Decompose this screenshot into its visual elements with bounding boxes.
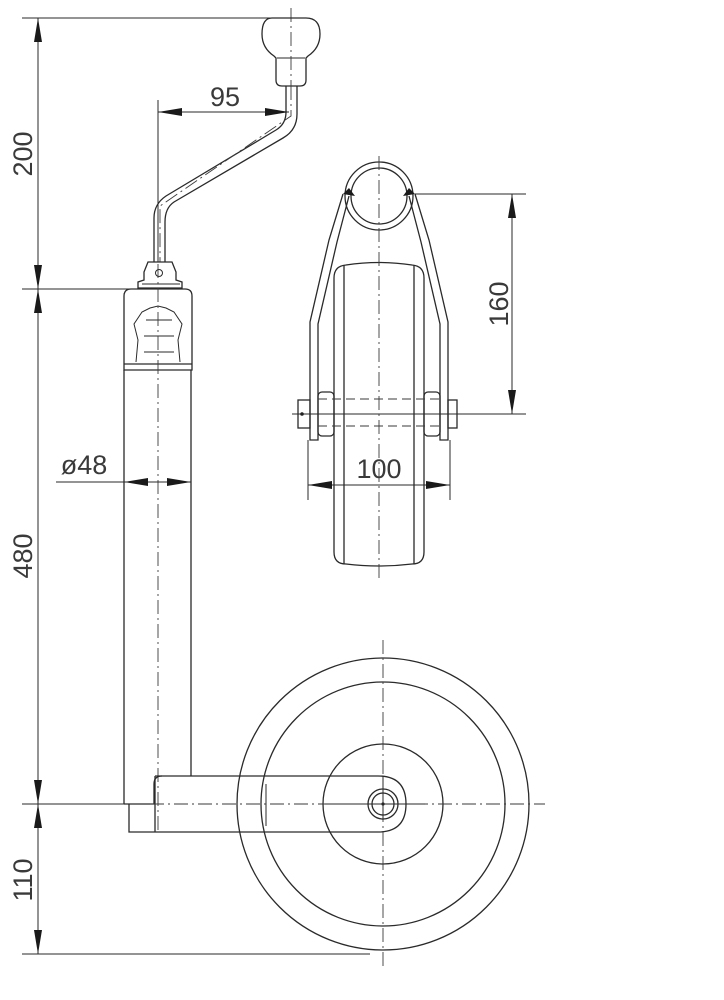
dim-tube-length: 480 [8,289,42,804]
dim-tube-diameter: ø48 [56,450,191,486]
outer-tube [123,240,192,834]
dim-label-100: 100 [356,454,401,484]
dim-ground-clearance: 110 [8,804,42,954]
dim-crank-height: 200 [8,18,42,289]
fork [309,188,449,441]
dim-label-160: 160 [484,281,514,326]
clamp-ring [344,161,414,231]
crank-rod [153,86,298,262]
axle-assembly [292,391,460,437]
dim-fork-height: 160 [415,193,526,415]
dim-crank-offset: 95 [157,82,289,262]
dim-label-480: 480 [8,533,38,578]
side-view [123,8,545,966]
front-view [292,156,460,582]
side-wheel [150,640,545,966]
crank-knob [261,8,321,87]
dim-label-200: 200 [8,131,38,176]
dim-label-110: 110 [8,858,38,901]
crank-hub [137,261,183,289]
dim-label-48: ø48 [61,450,108,480]
dim-wheel-width: 100 [307,440,451,500]
dimension-lines: 200 480 110 95 ø48 [8,17,526,955]
dim-label-95: 95 [210,82,240,112]
